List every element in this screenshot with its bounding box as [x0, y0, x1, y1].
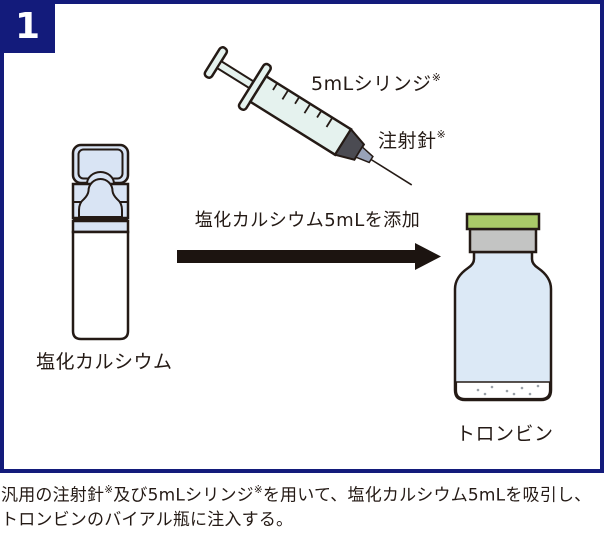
calcium-chloride-ampoule-icon [71, 143, 130, 341]
needle-label-text: 注射針 [378, 130, 437, 152]
ampoule-band [71, 219, 130, 234]
vial-label-text: トロンビン [456, 423, 554, 445]
vial-aluminum-band [468, 227, 538, 254]
ampoule-label-text: 塩化カルシウム [36, 351, 173, 373]
thrombin-vial-icon [453, 212, 553, 402]
ampoule-bell-dome [78, 178, 123, 218]
needle-label: 注射針※ [378, 126, 446, 153]
vial-body [453, 250, 553, 402]
syringe-label-text: 5mLシリンジ [311, 73, 432, 95]
caption: 汎用の注射針※及び5mLシリンジ※を用いて、塩化カルシウム5mLを吸引し、トロン… [1, 479, 603, 532]
syringe-plunger-rod [215, 59, 255, 90]
arrow-label: 塩化カルシウム5mLを添加 [170, 206, 445, 232]
caption-text: を用いて、塩化カルシウム5mLを吸引し、 [262, 485, 592, 506]
ampoule-label: 塩化カルシウム [36, 347, 173, 374]
caption-text: 及び5mLシリンジ [113, 485, 254, 506]
caption-text: 汎用の注射針 [1, 485, 105, 506]
vial-powder-dots [476, 384, 540, 396]
arrow-label-text: 塩化カルシウム5mLを添加 [194, 210, 421, 231]
needle-hub [354, 145, 374, 164]
step-number-badge: 1 [0, 0, 55, 53]
vial-cap [465, 212, 541, 231]
syringe-label-note: ※ [431, 70, 441, 84]
caption-note: ※ [253, 484, 263, 496]
syringe-label: 5mLシリンジ※ [311, 69, 441, 96]
vial-powder [455, 381, 551, 400]
syringe-graduations [272, 83, 333, 128]
vial-label: トロンビン [456, 419, 554, 446]
needle-icon [370, 158, 413, 186]
ampoule-body [71, 230, 130, 341]
caption-text: トロンビンのバイアル瓶に注入する。 [1, 509, 294, 530]
caption-note: ※ [104, 484, 114, 496]
transfer-arrow-icon [177, 243, 441, 270]
syringe-icon [203, 46, 413, 186]
syringe-tip [333, 127, 366, 161]
needle-label-note: ※ [436, 127, 446, 141]
